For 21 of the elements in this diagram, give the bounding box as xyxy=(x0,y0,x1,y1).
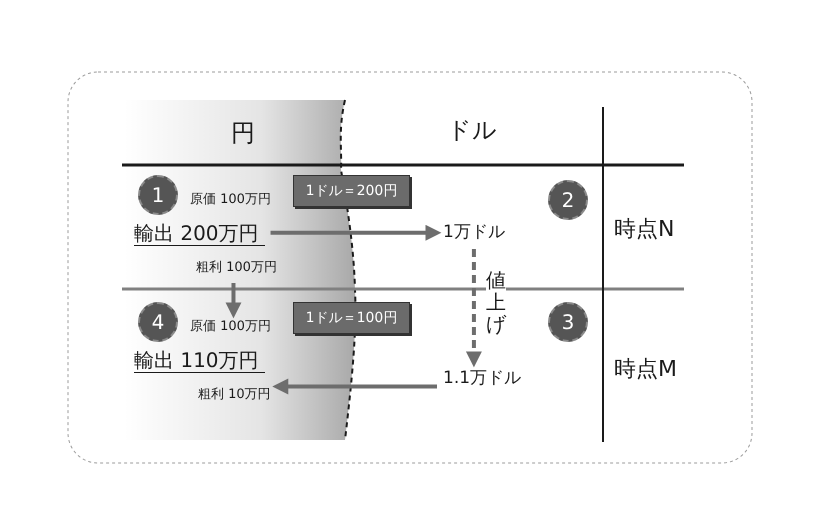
column-header: ドル xyxy=(447,115,497,145)
exchange-rate-box: 1ドル＝100円 xyxy=(293,302,410,334)
profit-text: 粗利 100万円 xyxy=(196,259,277,277)
dollar-amount: 1.1万ドル xyxy=(443,367,522,389)
export-amount: 輸出 110万円 xyxy=(134,348,265,373)
arrow xyxy=(272,378,437,394)
dollar-amount: 1万ドル xyxy=(443,221,505,243)
edge-label: 値上げ xyxy=(486,269,506,335)
step-number: 3 xyxy=(548,302,588,342)
cost-text: 原価 100万円 xyxy=(190,318,271,336)
time-point-label: 時点N xyxy=(614,216,674,244)
profit-text: 粗利 10万円 xyxy=(198,386,271,404)
export-amount: 輸出 200万円 xyxy=(134,221,265,246)
cost-text: 原価 100万円 xyxy=(190,191,271,209)
arrow xyxy=(270,224,442,241)
arrow xyxy=(225,283,242,318)
column-header: 円 xyxy=(231,118,255,148)
arrow xyxy=(466,249,482,368)
time-point-label: 時点M xyxy=(614,356,677,384)
exchange-rate-box: 1ドル＝200円 xyxy=(293,175,410,207)
step-number: 2 xyxy=(548,180,588,220)
